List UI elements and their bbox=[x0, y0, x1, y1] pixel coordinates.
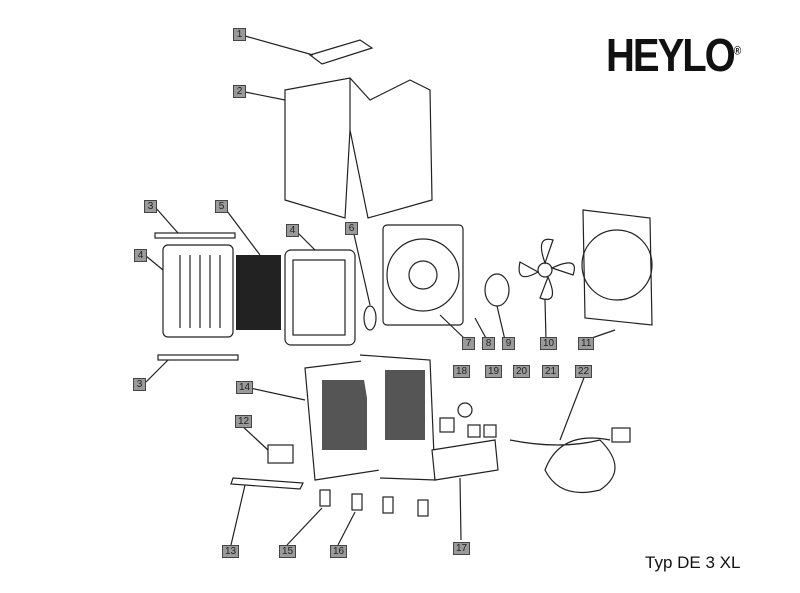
callout-12: 12 bbox=[235, 415, 253, 428]
part-feet bbox=[319, 489, 429, 517]
callout-13: 13 bbox=[222, 545, 240, 558]
part-filter bbox=[236, 255, 281, 330]
part-18 bbox=[439, 417, 455, 433]
callout-3: 3 bbox=[144, 200, 157, 213]
callout-15: 15 bbox=[279, 545, 297, 558]
part-19 bbox=[457, 402, 473, 418]
callout-5: 5 bbox=[215, 200, 228, 213]
part-13 bbox=[230, 477, 304, 490]
callout-22: 22 bbox=[575, 365, 593, 378]
callout-4: 4 bbox=[134, 249, 147, 262]
part-cover bbox=[284, 77, 433, 219]
callout-16: 16 bbox=[330, 545, 348, 558]
part-motor bbox=[484, 273, 510, 307]
part-21 bbox=[483, 424, 497, 438]
part-fan-blade bbox=[518, 238, 575, 300]
callout-19: 19 bbox=[485, 365, 503, 378]
callout-17: 17 bbox=[453, 542, 471, 555]
part-20 bbox=[467, 424, 481, 438]
part-fan-housing bbox=[382, 224, 464, 326]
part-back-plate bbox=[582, 209, 653, 326]
callout-7: 7 bbox=[462, 337, 475, 350]
callout-6: 6 bbox=[345, 222, 358, 235]
registered-mark: ® bbox=[733, 45, 742, 58]
brand-logo: HEYLO® bbox=[606, 30, 742, 83]
callout-9: 9 bbox=[502, 337, 515, 350]
leader-lines bbox=[145, 35, 616, 546]
callout-1: 1 bbox=[233, 28, 246, 41]
callout-2: 2 bbox=[233, 85, 246, 98]
model-label: Typ DE 3 XL bbox=[645, 553, 741, 572]
callout-14: 14 bbox=[236, 381, 254, 394]
brand-text: HEYLO bbox=[606, 30, 736, 82]
part-frame-left bbox=[162, 244, 234, 338]
callout-11: 11 bbox=[578, 337, 595, 350]
callout-10: 10 bbox=[540, 337, 558, 350]
callout-3b: 3 bbox=[133, 378, 146, 391]
frame-slats bbox=[179, 255, 221, 328]
part-6 bbox=[363, 305, 377, 331]
part-power-cord bbox=[509, 427, 631, 494]
callout-20: 20 bbox=[513, 365, 531, 378]
part-strip-top bbox=[154, 232, 236, 239]
callout-8: 8 bbox=[482, 337, 495, 350]
part-frame-right bbox=[284, 249, 356, 346]
callout-18: 18 bbox=[453, 365, 471, 378]
part-strip-bottom bbox=[157, 354, 239, 361]
part-17 bbox=[431, 439, 499, 481]
callout-21: 21 bbox=[542, 365, 560, 378]
callout-4b: 4 bbox=[286, 224, 299, 237]
grill-mesh bbox=[322, 380, 367, 450]
part-handle bbox=[308, 39, 374, 65]
part-12 bbox=[267, 444, 294, 464]
